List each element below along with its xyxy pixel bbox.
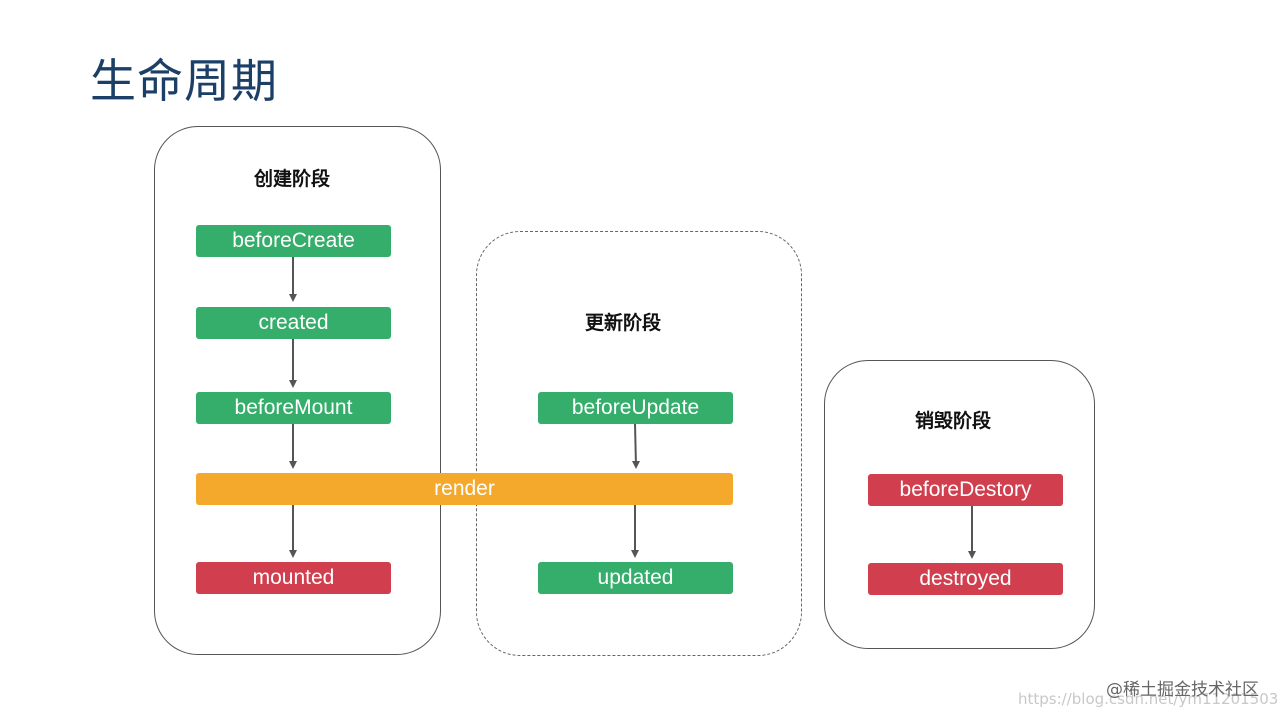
hook-created: created bbox=[196, 307, 391, 339]
destroy-phase-label: 销毁阶段 bbox=[915, 410, 992, 432]
hook-beforemount: beforeMount bbox=[196, 392, 391, 424]
page-title: 生命周期 bbox=[90, 54, 278, 108]
watermark-text: @稀土掘金技术社区 bbox=[1106, 680, 1259, 700]
update-phase-label: 更新阶段 bbox=[585, 312, 662, 334]
create-phase-label: 创建阶段 bbox=[254, 168, 331, 190]
hook-mounted: mounted bbox=[196, 562, 391, 594]
hook-updated: updated bbox=[538, 562, 733, 594]
watermark-url: https://blog.csdn.net/ym1120150310 bbox=[1018, 690, 1279, 708]
hook-destroyed: destroyed bbox=[868, 563, 1063, 595]
hook-beforedestory: beforeDestory bbox=[868, 474, 1063, 506]
hook-beforecreate: beforeCreate bbox=[196, 225, 391, 257]
hook-render: render bbox=[196, 473, 733, 505]
hook-beforeupdate: beforeUpdate bbox=[538, 392, 733, 424]
arrow-beforeupdate-render bbox=[632, 422, 640, 469]
